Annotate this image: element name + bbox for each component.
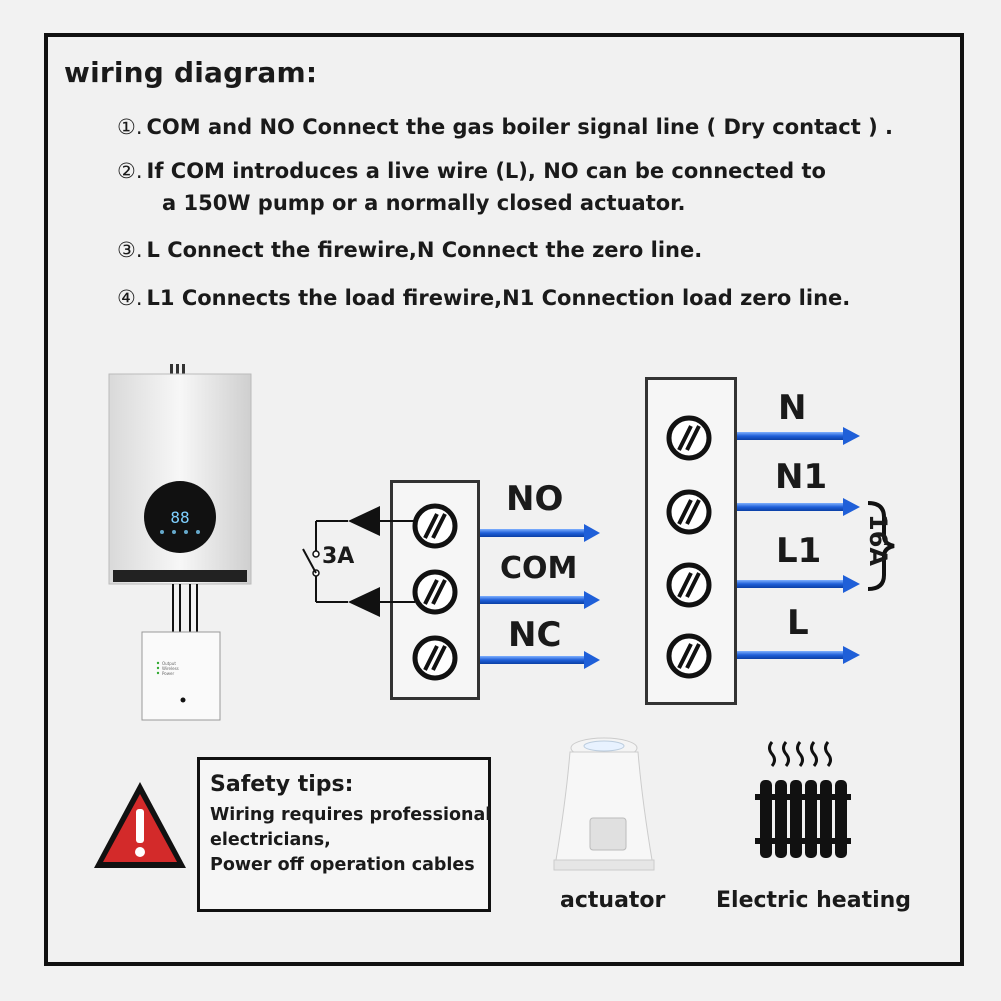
label-l1: L1 [776,531,822,571]
gas-boiler-illustration: 88 Output Wireless Power [108,364,252,721]
terminal-screw-no [412,503,458,549]
step-2: ②.If COM introduces a live wire (L), NO … [117,155,826,219]
step-1-number: ①. [117,115,143,139]
step-1: ①.COM and NO Connect the gas boiler sign… [117,111,893,143]
terminal-screw-nc [412,635,458,681]
step-2-number: ②. [117,159,143,183]
label-l: L [787,603,809,643]
actuator-caption: actuator [560,888,666,913]
heating-caption: Electric heating [716,888,912,913]
warning-icon [94,782,186,868]
wire-arrow-nc [480,651,600,669]
step-4-text: L1 Connects the load firewire,N1 Connect… [146,286,851,310]
step-2-text-cont: a 150W pump or a normally closed actuato… [162,191,686,215]
switch-rating: 3A [322,544,355,569]
step-2-text: If COM introduces a live wire (L), NO ca… [146,159,826,183]
relay-switch-symbol [302,506,415,617]
page-title: wiring diagram: [64,56,318,89]
thermostat-led-output: Output [162,661,176,666]
wire-arrow-n1 [737,498,860,516]
safety-line-3: Power off operation cables [210,855,475,875]
label-n1: N1 [775,457,828,497]
label-no: NO [506,479,564,519]
wire-arrow-n [737,427,860,445]
wire-arrow-l1 [737,575,860,593]
label-com: COM [500,551,578,586]
safety-line-1: Wiring requires professional [210,805,492,825]
load-brace [867,501,895,591]
wire-arrow-no [480,524,600,542]
thermostat-led-wireless: Wireless [162,666,179,671]
step-3-text: L Connect the firewire,N Connect the zer… [146,238,703,262]
wire-arrow-com [480,591,600,609]
actuator-icon [553,737,655,871]
terminal-screw-com [412,569,458,615]
terminal-screw-l [666,633,712,679]
safety-title: Safety tips: [210,772,354,797]
label-n: N [778,388,807,428]
terminal-screw-l1 [666,562,712,608]
label-nc: NC [508,615,562,655]
terminal-screw-n1 [666,489,712,535]
step-4-number: ④. [117,286,143,310]
step-4: ④.L1 Connects the load firewire,N1 Conne… [117,282,850,314]
safety-line-2: electricians, [210,830,331,850]
radiator-icon [755,741,851,858]
thermostat-led-power: Power [162,671,174,676]
terminal-screw-n [666,415,712,461]
boiler-display: 88 [170,508,189,527]
step-3: ③.L Connect the firewire,N Connect the z… [117,234,702,266]
step-3-number: ③. [117,238,143,262]
load-rating: 16A [864,514,892,566]
safety-tips-box: Safety tips: Wiring requires professiona… [197,757,491,912]
wire-arrow-l [737,646,860,664]
step-1-text: COM and NO Connect the gas boiler signal… [146,115,893,139]
